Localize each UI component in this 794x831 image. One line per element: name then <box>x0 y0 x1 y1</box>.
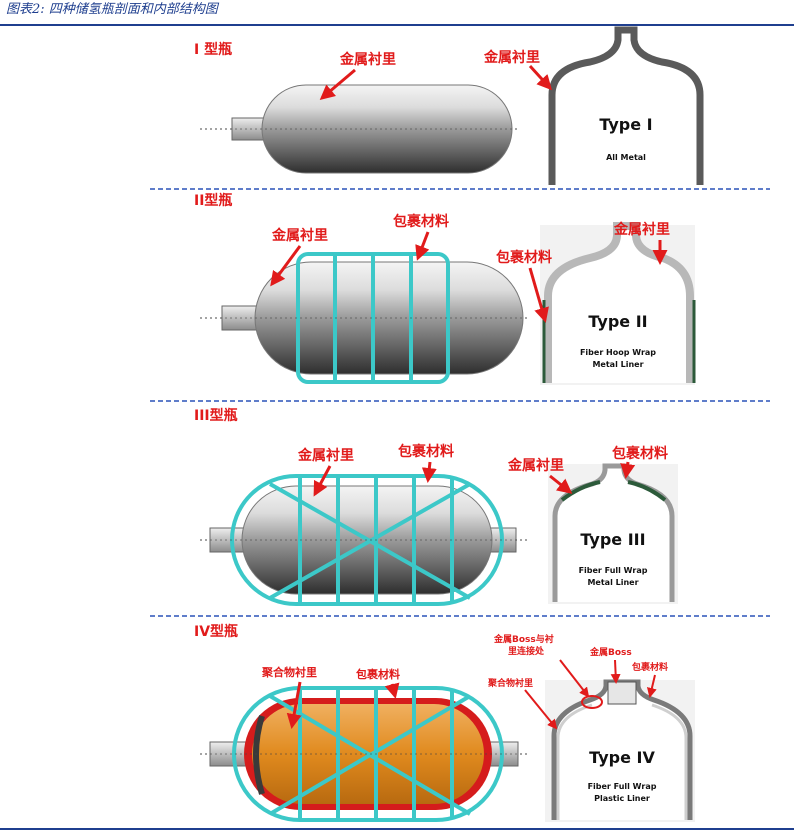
type-3-sub-1: Fiber Full Wrap <box>579 566 648 575</box>
type-4-cross-section: Type IV Fiber Full Wrap Plastic Liner <box>545 679 695 822</box>
type-4-sub-1: Fiber Full Wrap <box>588 782 657 791</box>
panel-4-label-e: 金属Boss <box>589 646 632 658</box>
panel-type-4: IV型瓶 聚合物衬里 包裹材料 Type <box>194 623 695 822</box>
panel-type-1: I 型瓶 金属衬里 Type I All Metal 金属衬里 <box>194 26 704 185</box>
top-rule <box>0 24 794 26</box>
panel-4-label-d: 里连接处 <box>508 645 545 657</box>
bottom-rule <box>0 828 794 830</box>
panel-4-label-f: 包裹材料 <box>631 661 668 673</box>
panel-4-title: IV型瓶 <box>194 623 238 640</box>
panel-1-label-a: 金属衬里 <box>339 51 396 68</box>
panel-3-label-a: 金属衬里 <box>297 447 354 464</box>
joint-highlight <box>581 695 603 709</box>
type-1-title: Type I <box>599 115 652 134</box>
panel-type-2: II型瓶 金属衬里 包裹材料 Type II Fiber Hoop Wrap M… <box>194 192 696 385</box>
panel-2-label-a: 金属衬里 <box>271 227 328 244</box>
panel-3-label-b: 包裹材料 <box>398 443 454 460</box>
panel-2-label-d: 金属衬里 <box>613 221 670 238</box>
panel-2-label-c: 包裹材料 <box>496 249 552 266</box>
panel-1-title: I 型瓶 <box>194 41 232 58</box>
type-2-sub-1: Fiber Hoop Wrap <box>580 348 656 357</box>
type-3-sub-2: Metal Liner <box>587 578 638 587</box>
type-3-title: Type III <box>580 530 645 549</box>
type-1-cross-section: Type I All Metal <box>548 26 704 185</box>
panel-4-label-a: 聚合物衬里 <box>261 665 317 679</box>
panel-2-title: II型瓶 <box>194 192 232 209</box>
panel-3-label-d: 包裹材料 <box>612 445 668 462</box>
type-3-cross-section: Type III Fiber Full Wrap Metal Liner <box>548 463 678 604</box>
panel-4-label-c: 金属Boss与衬 <box>493 633 554 645</box>
figure-caption: 图表2: 四种储氢瓶剖面和内部结构图 <box>6 2 218 17</box>
type-2-sub-2: Metal Liner <box>592 360 643 369</box>
panel-2-label-b: 包裹材料 <box>393 213 449 230</box>
type-2-title: Type II <box>588 312 647 331</box>
panel-1-label-b: 金属衬里 <box>483 49 540 66</box>
panel-3-label-c: 金属衬里 <box>507 457 564 474</box>
panel-4-label-g: 聚合物衬里 <box>487 677 533 689</box>
panel-4-label-b: 包裹材料 <box>355 667 400 681</box>
panel-type-3: III型瓶 金属衬里 包裹材料 Type III Fiber Full Wr <box>194 407 678 606</box>
type-4-title: Type IV <box>589 748 655 767</box>
panel-3-title: III型瓶 <box>194 407 238 424</box>
boss-insert <box>607 681 637 705</box>
type-1-sub-1: All Metal <box>606 153 646 162</box>
full-wrap <box>232 686 504 822</box>
type-2-cross-section: Type II Fiber Hoop Wrap Metal Liner <box>540 222 696 385</box>
type-4-sub-2: Plastic Liner <box>594 794 650 803</box>
